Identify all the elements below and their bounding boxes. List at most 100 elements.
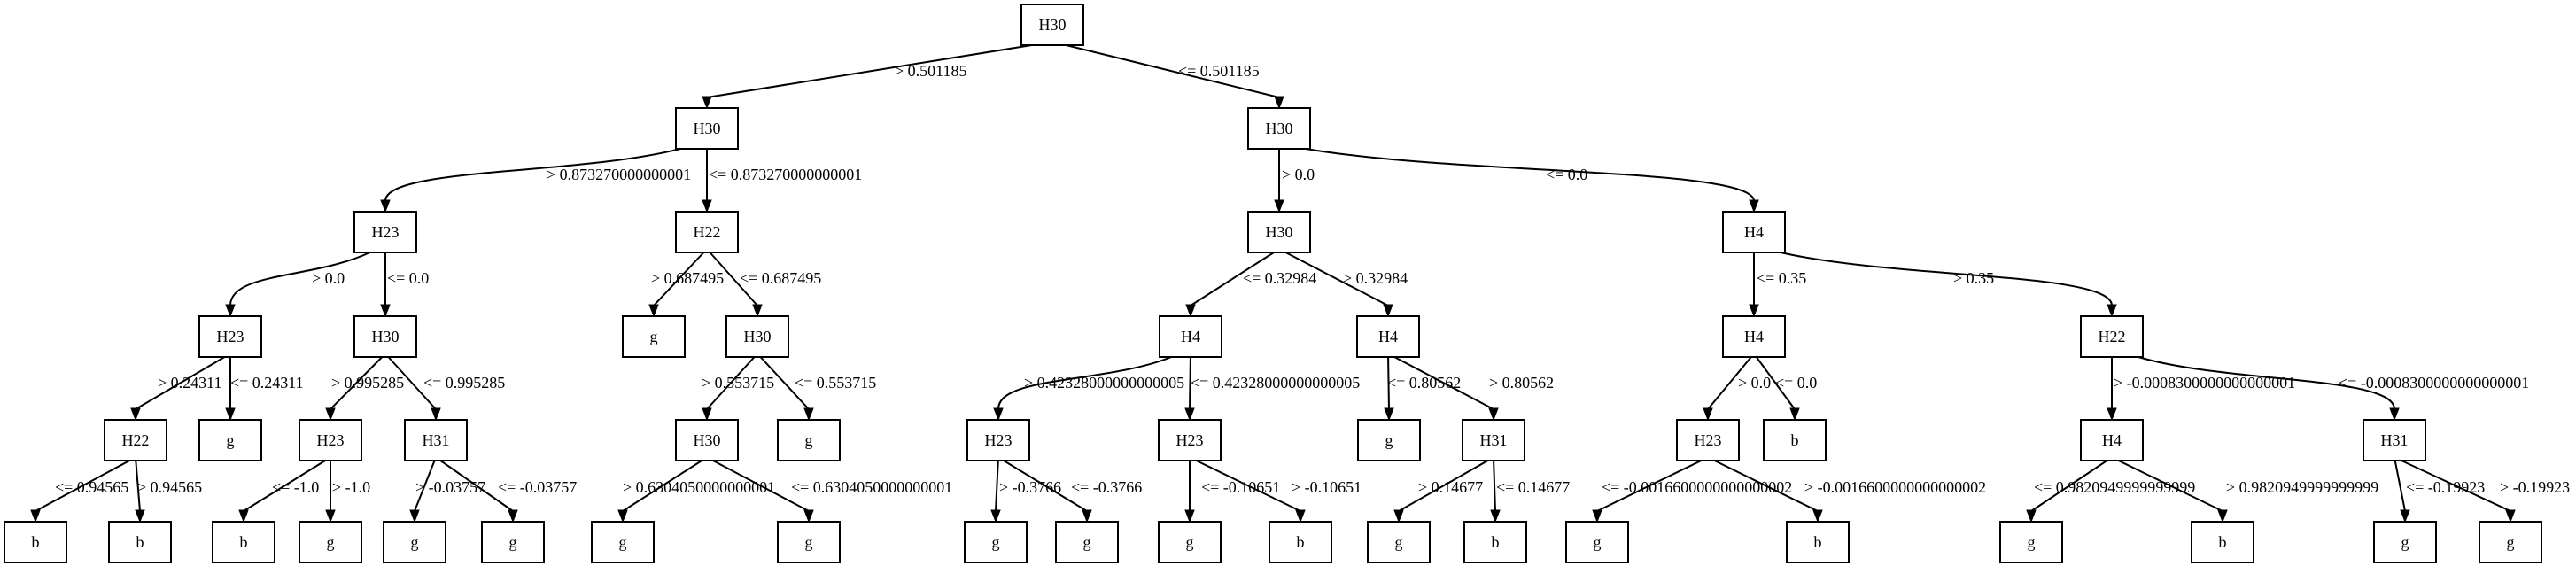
edge-arrowhead xyxy=(2217,509,2228,523)
node-box xyxy=(1269,521,1332,563)
node-box xyxy=(198,419,262,461)
edge-line xyxy=(2118,460,2223,512)
node-label: g xyxy=(1385,431,1393,449)
edge-label: <= 0.24311 xyxy=(230,374,304,392)
edge-line xyxy=(1387,356,1390,410)
tree-edge: <= 0.6304050000000001 xyxy=(712,460,952,523)
node-label: H23 xyxy=(372,223,400,241)
edge-label: <= 0.32984 xyxy=(1243,269,1316,287)
node-box xyxy=(2080,315,2144,358)
tree-node: g xyxy=(2479,521,2542,563)
node-label: H30 xyxy=(694,120,721,137)
tree-edge: > 0.873270000000001 xyxy=(380,148,691,213)
node-box xyxy=(404,419,468,461)
tree-node: H30 xyxy=(1247,107,1311,150)
node-label: H23 xyxy=(1695,431,1722,449)
edge-label: > 0.873270000000001 xyxy=(547,166,691,183)
edge-line xyxy=(1780,252,2113,306)
node-label: b xyxy=(240,533,248,551)
edge-arrowhead xyxy=(1488,407,1499,422)
edge-label: > 0.553715 xyxy=(702,374,774,392)
edge-label: > 0.0 xyxy=(1738,374,1771,392)
tree-node: H30 xyxy=(1247,211,1311,253)
edge-arrowhead xyxy=(752,304,763,318)
edge-arrowhead xyxy=(1184,407,1195,422)
edge-line xyxy=(1393,356,1494,410)
node-label: b xyxy=(2219,533,2227,551)
tree-node: H4 xyxy=(1159,315,1222,358)
edge-arrowhead xyxy=(2389,407,2400,422)
edge-label: > 0.6304050000000001 xyxy=(623,478,775,496)
edge-label: <= 0.0 xyxy=(387,269,429,287)
node-box xyxy=(966,419,1030,461)
edge-label: > 0.501185 xyxy=(895,62,966,80)
tree-edge: <= 0.873270000000001 xyxy=(702,149,862,213)
edge-line xyxy=(2394,460,2406,512)
node-label: H22 xyxy=(2099,328,2126,345)
node-box xyxy=(1247,107,1311,150)
edge-arrowhead xyxy=(325,509,336,523)
tree-node: b xyxy=(108,521,172,563)
tree-node: H4 xyxy=(1356,315,1420,358)
edge-arrowhead xyxy=(1812,509,1823,523)
edge-label: <= 0.873270000000001 xyxy=(709,166,862,183)
edge-arrowhead xyxy=(990,509,1001,523)
tree-edge: > 0.94565 xyxy=(135,460,202,523)
tree-node: H23 xyxy=(198,315,262,358)
node-box xyxy=(1463,521,1527,563)
edge-line xyxy=(1493,460,1496,512)
node-label: H30 xyxy=(1266,120,1293,137)
tree-node: g xyxy=(2373,521,2437,563)
edge-arrowhead xyxy=(803,407,814,422)
node-label: b xyxy=(1297,533,1305,551)
tree-edge: <= 0.94565 xyxy=(30,460,130,523)
edge-line xyxy=(135,460,141,512)
edge-line xyxy=(759,356,810,410)
tree-edge: <= -0.0016600000000000002 xyxy=(1592,460,1792,523)
tree-node: b xyxy=(1269,521,1332,563)
tree-edge: > 0.687495 xyxy=(648,252,724,318)
edge-label: > 0.80562 xyxy=(1489,374,1554,392)
node-label: H22 xyxy=(694,223,721,241)
tree-node: g xyxy=(591,521,655,563)
tree-node: b xyxy=(1763,419,1827,461)
edge-label: <= 0.35 xyxy=(1757,269,1806,287)
node-label: g xyxy=(2028,533,2036,551)
edge-label: <= -1.0 xyxy=(272,478,319,496)
node-label: H31 xyxy=(2381,431,2409,449)
edge-label: > 0.9820949999999999 xyxy=(2226,478,2378,496)
edge-arrowhead xyxy=(431,407,441,422)
edge-line xyxy=(414,460,436,512)
edge-line xyxy=(1284,252,1389,306)
node-label: g xyxy=(805,533,813,551)
edge-arrowhead xyxy=(130,407,141,422)
node-box xyxy=(1722,211,1786,253)
edge-line xyxy=(384,148,681,202)
node-box xyxy=(299,419,362,461)
node-label: H4 xyxy=(1181,328,1200,345)
edge-line xyxy=(997,356,1172,410)
node-label: g xyxy=(619,533,627,551)
node-label: H23 xyxy=(985,431,1013,449)
node-box xyxy=(2363,419,2426,461)
node-label: b xyxy=(1492,533,1500,551)
edge-label: <= 0.995285 xyxy=(423,374,505,392)
node-label: g xyxy=(227,431,235,449)
tree-edge: <= -0.19923 xyxy=(2394,460,2485,523)
tree-edge: <= -0.0008300000000000001 xyxy=(2138,356,2529,422)
node-box xyxy=(212,521,275,563)
tree-node: H31 xyxy=(1462,419,1525,461)
node-box xyxy=(104,419,167,461)
edge-arrowhead xyxy=(325,407,336,422)
node-label: b xyxy=(136,533,144,551)
edge-line xyxy=(1066,44,1280,98)
edge-line xyxy=(135,356,226,410)
node-box xyxy=(1367,521,1431,563)
tree-node: H31 xyxy=(2363,419,2426,461)
edge-arrowhead xyxy=(993,407,1004,422)
edge-arrowhead xyxy=(702,199,712,213)
edge-arrowhead xyxy=(1274,96,1284,110)
tree-node: g xyxy=(777,419,841,461)
node-label: b xyxy=(1791,431,1799,449)
